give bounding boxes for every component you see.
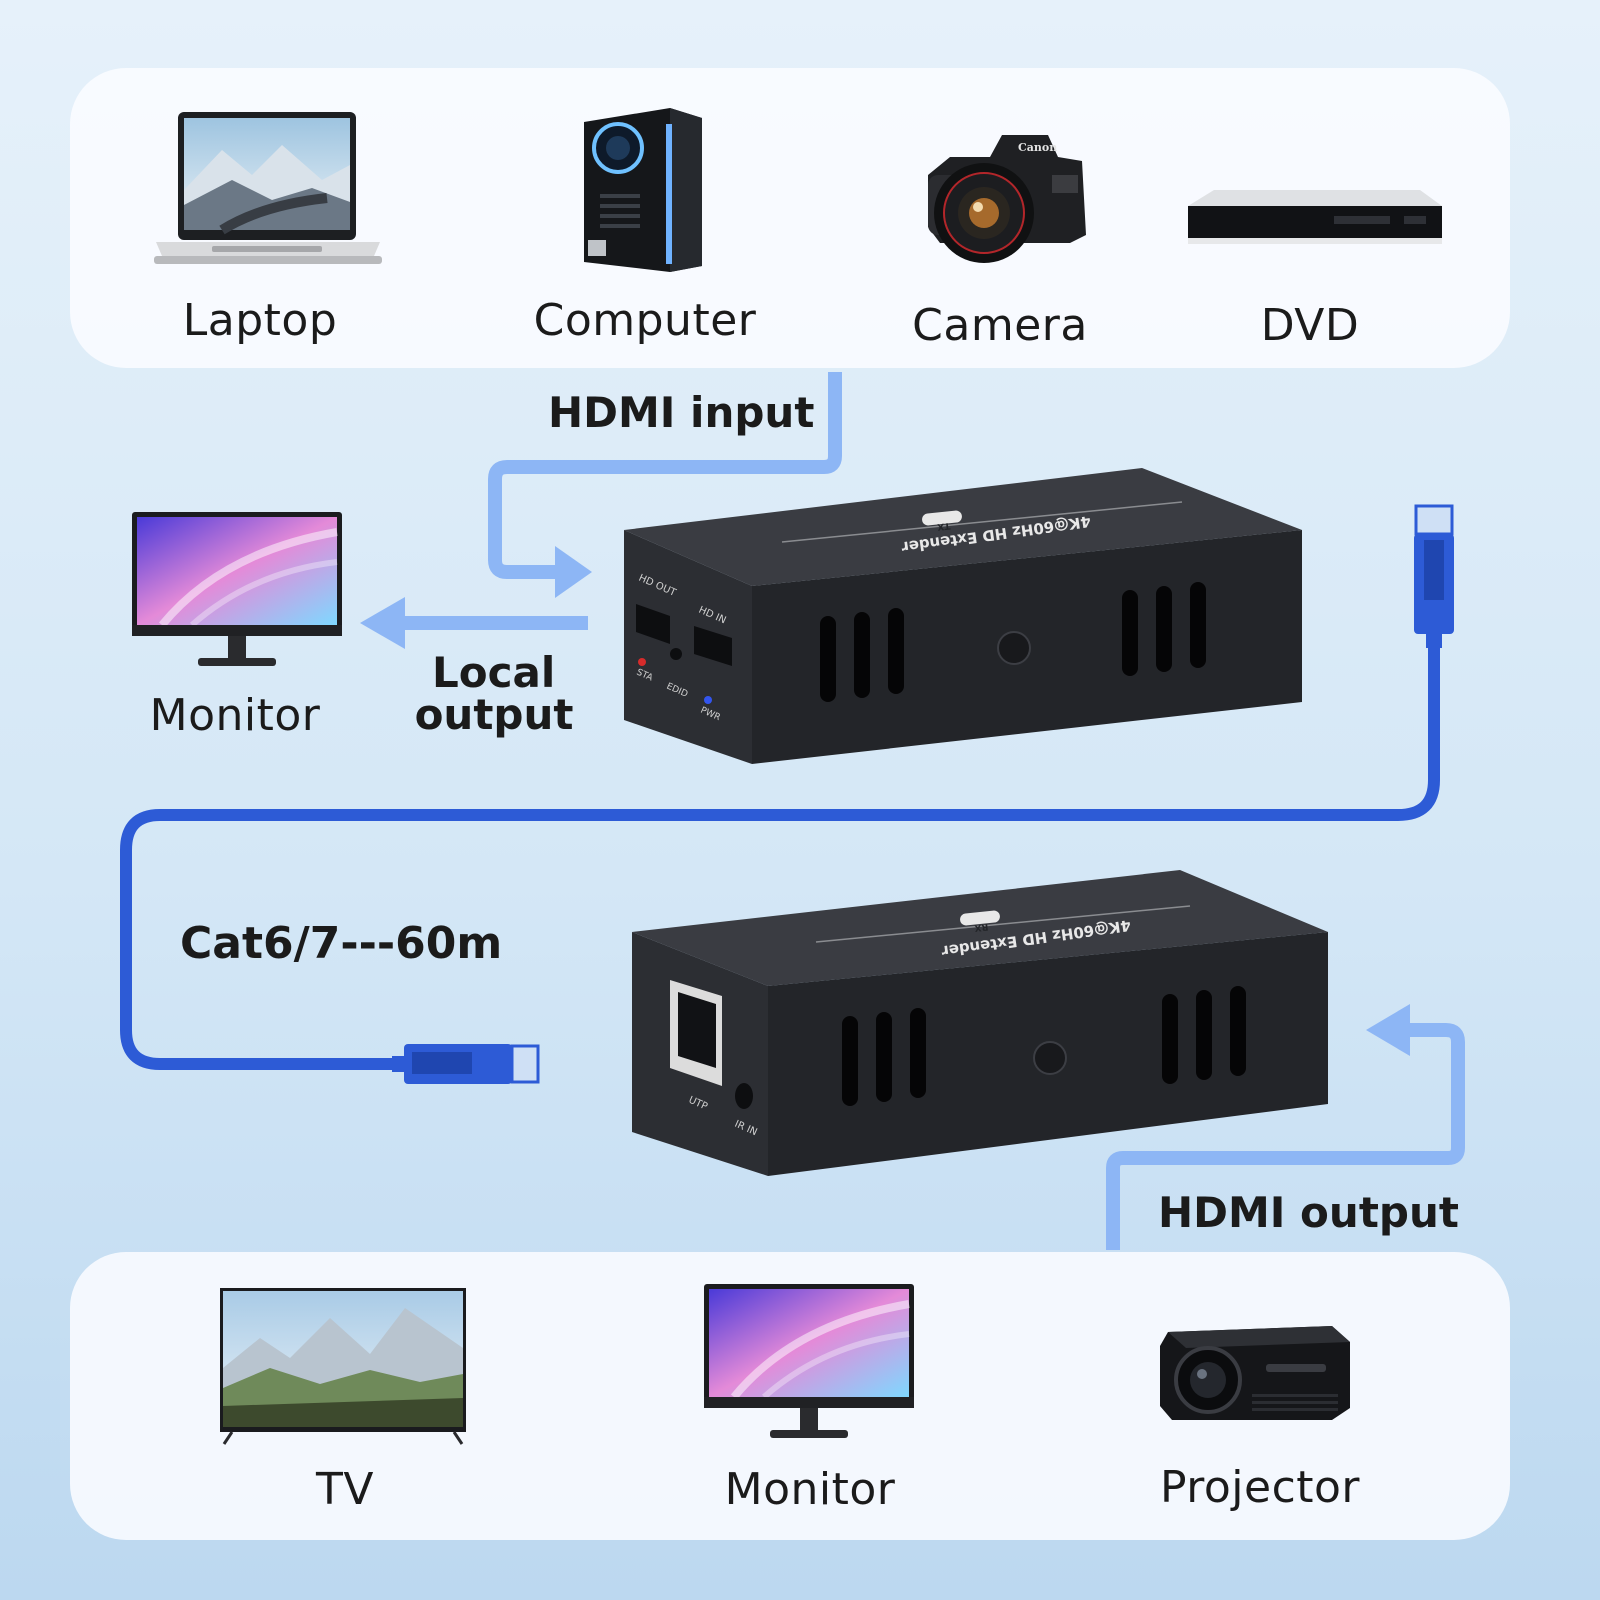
ir-in-jack xyxy=(735,1083,753,1109)
transmitter-box: 4K@60Hz HD Extender TX HD OUT HD IN STA … xyxy=(624,468,1302,764)
tv-image xyxy=(220,1288,466,1445)
network-cable xyxy=(120,640,1440,1070)
hdmi-output-label: HDMI output xyxy=(1158,1188,1459,1237)
rj45-plug-top xyxy=(1414,504,1454,648)
camera-image: Canon xyxy=(928,135,1086,263)
receiver-vents xyxy=(842,986,1246,1106)
transmitter-screw xyxy=(997,631,1031,665)
local-output-label-line1: Local xyxy=(432,648,556,697)
hdmi-input-arrow-line xyxy=(488,372,842,579)
projector-image xyxy=(1160,1326,1350,1420)
hdmi-input-label: HDMI input xyxy=(548,388,815,437)
hdmi-out-port xyxy=(636,604,670,644)
sta-led xyxy=(638,658,646,666)
tv-label: TV xyxy=(316,1464,374,1515)
output-monitor-label: Monitor xyxy=(724,1464,896,1515)
dvd-label: DVD xyxy=(1260,300,1360,351)
receiver-badge: RX xyxy=(974,921,989,932)
projector-label: Projector xyxy=(1159,1462,1361,1513)
laptop-label: Laptop xyxy=(182,295,338,346)
rj45-plug-bottom xyxy=(392,1044,540,1084)
cable-length-label: Cat6/7---60m xyxy=(180,918,503,969)
pwr-led xyxy=(704,696,712,704)
hdmi-output-arrow-line xyxy=(1106,1023,1465,1250)
computer-label: Computer xyxy=(533,295,757,346)
hdmi-output-arrow-head xyxy=(1366,1004,1410,1056)
computer-image xyxy=(584,108,702,272)
dvd-player-image xyxy=(1188,190,1442,244)
local-monitor-image xyxy=(132,512,342,666)
output-monitor-image xyxy=(704,1284,914,1438)
edid-button xyxy=(670,648,682,660)
hdmi-input-arrow-head xyxy=(555,546,592,598)
local-output-arrow-head xyxy=(360,597,405,649)
transmitter-badge: TX xyxy=(937,520,951,531)
local-monitor-label: Monitor xyxy=(149,690,321,741)
receiver-screw xyxy=(1033,1041,1067,1075)
receiver-box: 4K@60Hz HD Extender RX UTP IR IN xyxy=(632,870,1328,1176)
camera-brand-text: Canon xyxy=(1018,141,1057,154)
transmitter-vents xyxy=(820,582,1206,702)
laptop-image xyxy=(154,112,382,264)
camera-label: Camera xyxy=(912,300,1088,351)
hdmi-in-port xyxy=(694,626,732,666)
local-output-label-line2: output xyxy=(414,690,574,739)
